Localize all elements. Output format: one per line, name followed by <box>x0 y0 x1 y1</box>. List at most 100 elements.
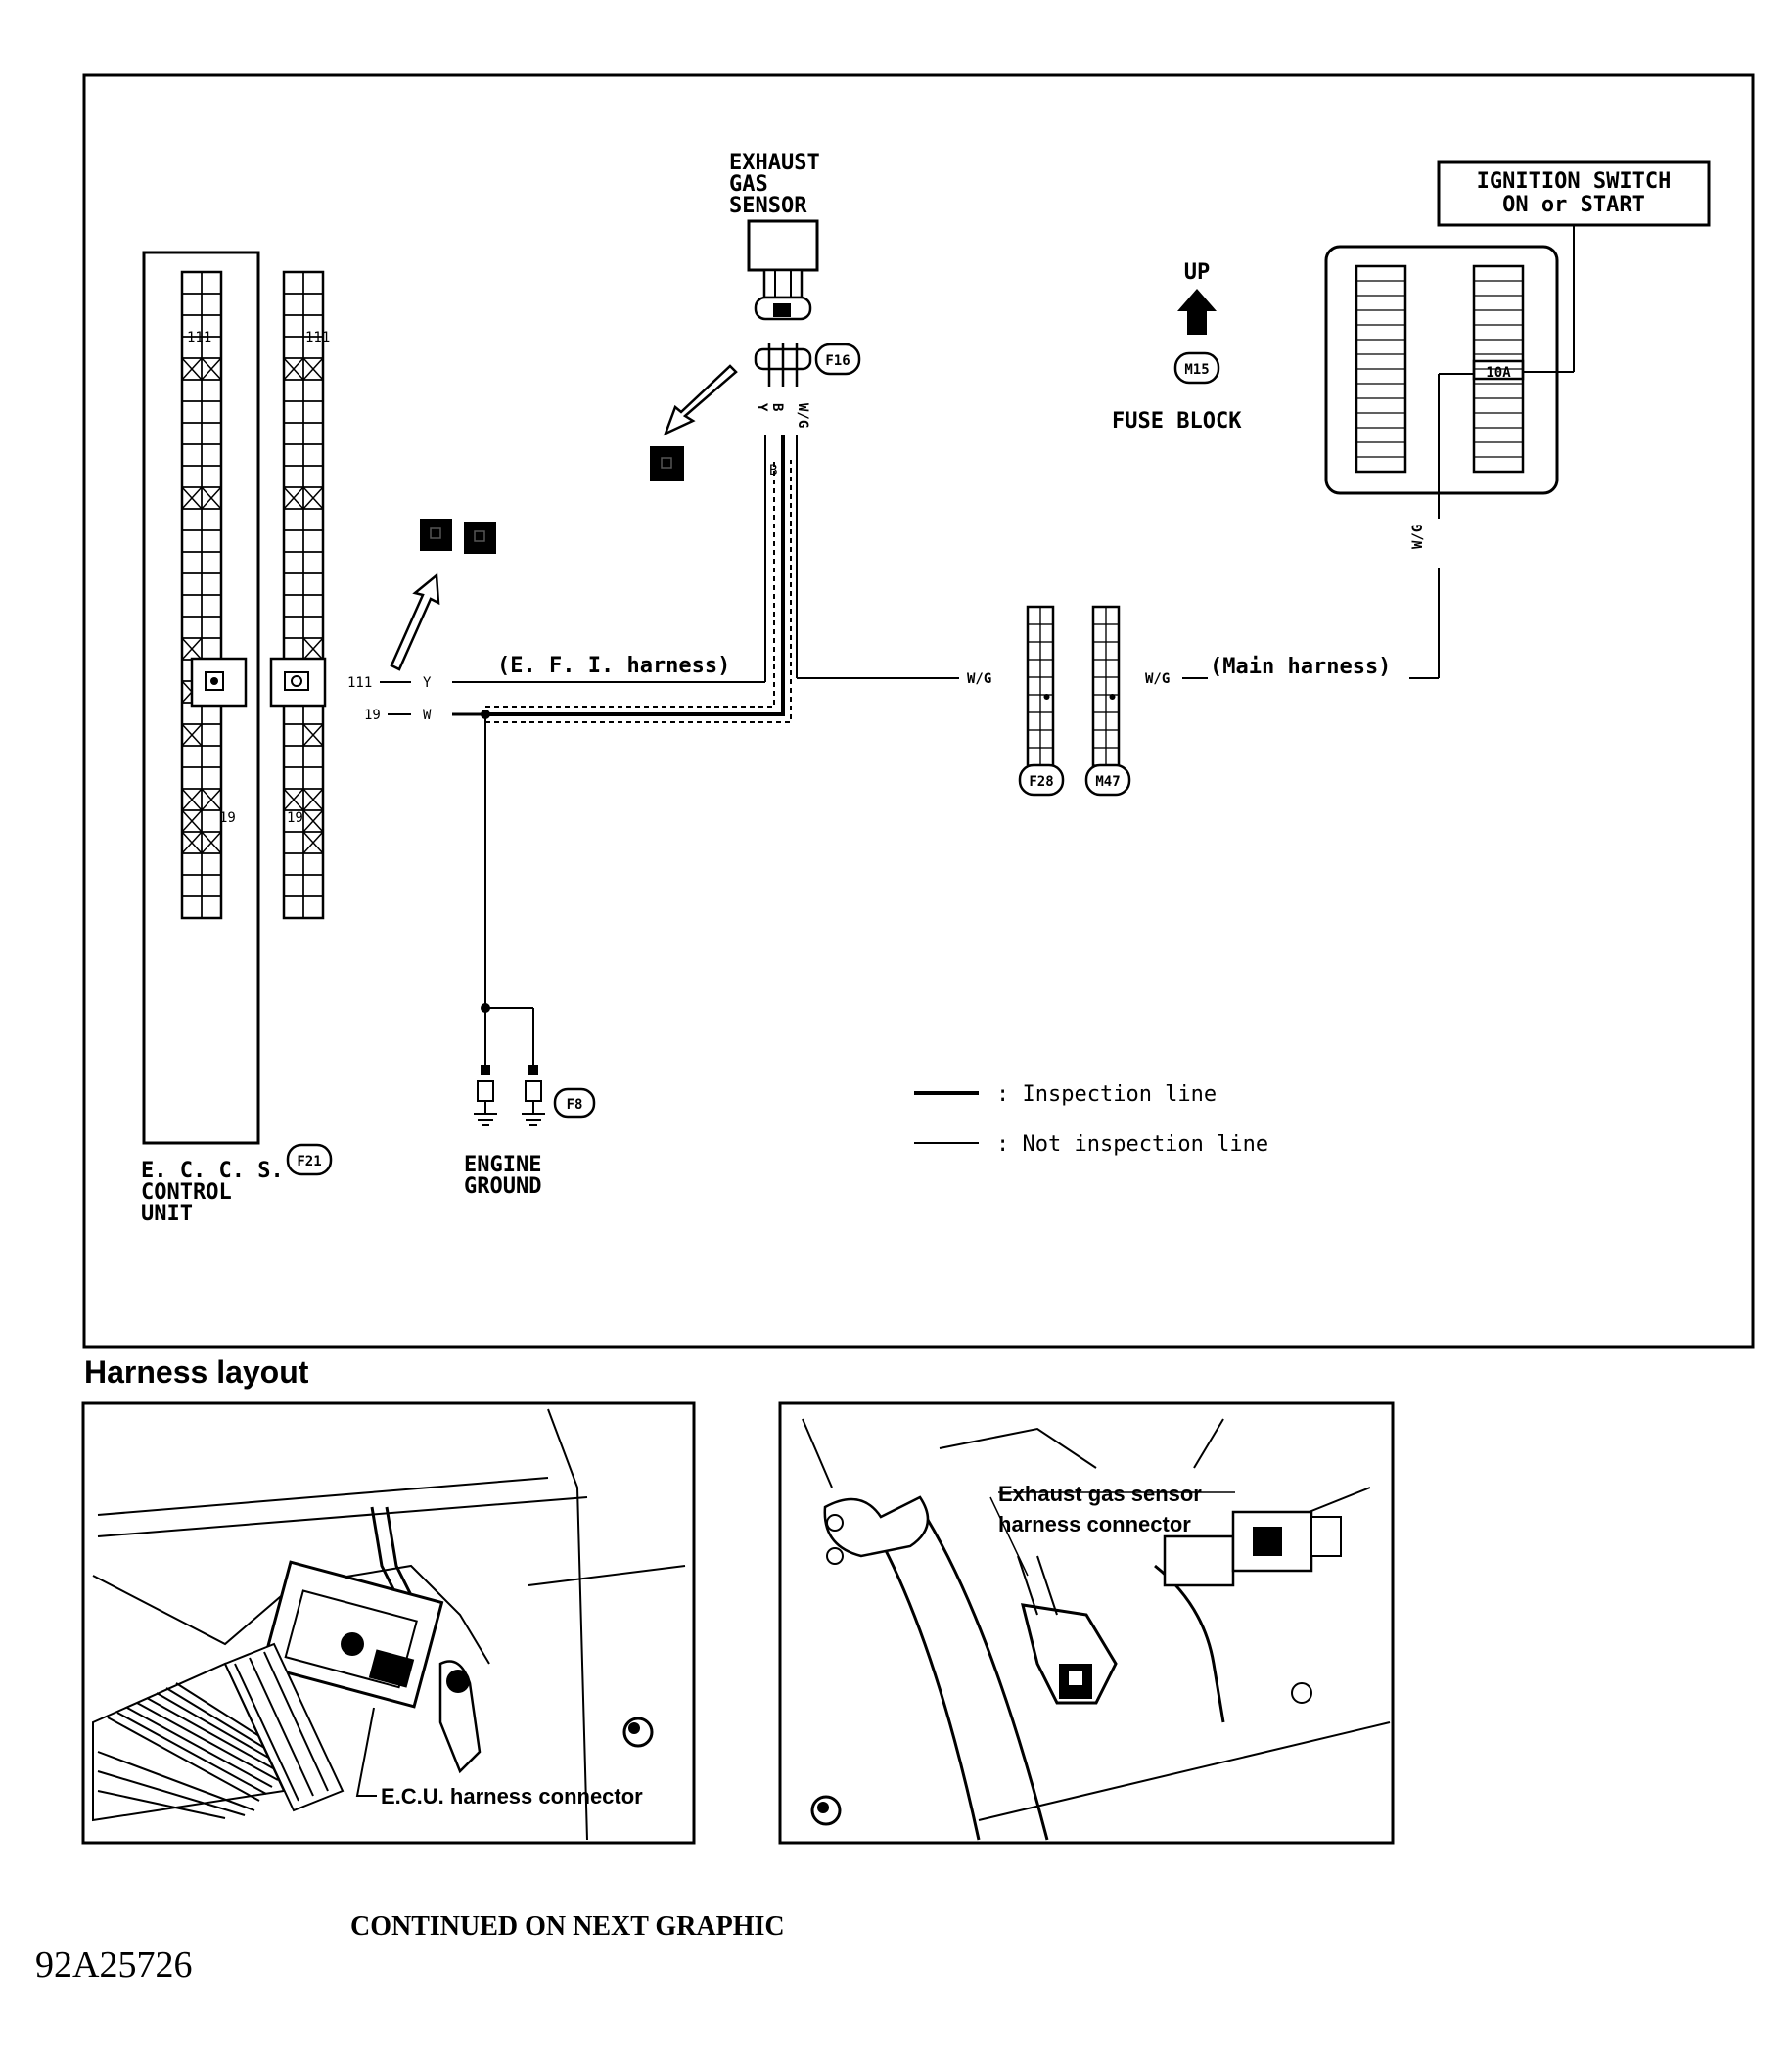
sensor-label-line2: GAS <box>729 172 768 197</box>
ecu-grid-cross <box>201 788 222 811</box>
ecu-label-line3: UNIT <box>141 1202 193 1226</box>
m47-joint-connector <box>1091 605 1121 785</box>
ecu-location-illustration: E.C.U. harness connector <box>81 1401 696 1845</box>
up-arrow-icon <box>1177 289 1217 335</box>
arrow-to-ecu-location <box>390 519 496 671</box>
legend-inspection-label: : Inspection line <box>996 1082 1217 1107</box>
f16-connector-symbol <box>754 343 812 387</box>
ecu-term-19-label: 19 <box>219 810 236 826</box>
figure-code: 92A25726 <box>35 1945 192 1986</box>
wire-y-label: Y <box>423 675 432 691</box>
engine-ground-line2: GROUND <box>464 1174 541 1199</box>
up-label: UP <box>1184 260 1211 285</box>
f21-grid-cross <box>302 486 324 510</box>
m47-tag <box>1084 763 1131 797</box>
sensor-location-illustration: Exhaust gas sensor harness connector <box>778 1401 1395 1845</box>
harness-layout-title: Harness layout <box>84 1354 309 1390</box>
f21-terminal-marker <box>269 657 327 708</box>
ecu-label-line1: E. C. C. S. <box>141 1159 284 1183</box>
continued-note: CONTINUED ON NEXT GRAPHIC <box>350 1911 785 1942</box>
ecu-grid-cell <box>201 895 222 919</box>
ecu-terminal-dot <box>210 677 218 685</box>
f28-joint-connector <box>1026 605 1055 785</box>
ecu-terminal-inner <box>205 671 224 691</box>
f8-tag-label: F8 <box>567 1097 583 1113</box>
f21-term-111-label: 111 <box>305 330 330 345</box>
ecu-harness-connector-caption: E.C.U. harness connector <box>381 1784 643 1808</box>
f28-tag-label: F28 <box>1029 774 1053 790</box>
efi-harness-label: (E. F. I. harness) <box>497 654 730 678</box>
f21-terminal-inner <box>284 671 309 691</box>
wire-wg-label-vertical: W/G <box>1410 525 1426 549</box>
fuse-block <box>1324 245 1559 495</box>
ecu-term-111-label: 111 <box>187 330 211 345</box>
f21-grid-cross <box>302 831 324 854</box>
sensor-label-line3: SENSOR <box>729 194 807 218</box>
ecu-grid-cross <box>181 788 203 811</box>
ecu-grid-cross <box>181 637 203 661</box>
sensor-wire-wg: W/G <box>795 403 810 428</box>
f21-grid-cross <box>283 788 304 811</box>
f28-tag <box>1018 763 1065 797</box>
f21-grid-cross <box>302 809 324 833</box>
inspection-line-dash-lower <box>485 460 792 723</box>
ecu-enclosure <box>142 251 260 1145</box>
ignition-switch-line2: ON or START <box>1502 193 1645 217</box>
ignition-switch-line1: IGNITION SWITCH <box>1477 169 1672 194</box>
ecu-grid-cross <box>201 831 222 854</box>
ecu-grid-cross <box>181 831 203 854</box>
terminal-111-label: 111 <box>347 675 372 691</box>
legend-not-inspection-label: : Not inspection line <box>996 1132 1268 1157</box>
f16-tag-label: F16 <box>825 353 850 369</box>
m47-pin <box>1109 694 1116 700</box>
main-harness-label: (Main harness) <box>1210 655 1391 679</box>
fuse-column-left <box>1355 264 1407 474</box>
ecu-grid-cross <box>181 723 203 747</box>
sensor-label-line1: EXHAUST <box>729 151 820 175</box>
inspection-line-b <box>485 435 785 716</box>
f21-grid-cell <box>302 895 324 919</box>
inspection-line-dash-upper <box>485 460 775 708</box>
ecu-grid-cross <box>181 486 203 510</box>
f8-tag <box>553 1087 596 1119</box>
f21-term-19-label: 19 <box>287 810 303 826</box>
ecu-terminal-marker <box>190 657 248 708</box>
ecu-label-line2: CONTROL <box>141 1180 232 1205</box>
sensor-wire-y: Y <box>754 403 769 412</box>
ecu-grid-cross <box>181 809 203 833</box>
f21-grid-cross <box>283 486 304 510</box>
arrow-to-sensor-location <box>650 364 738 481</box>
wire-wg-label-gap <box>1429 519 1448 568</box>
sensor-connector-caption-line2: harness connector <box>998 1512 1191 1536</box>
ground-terminal-left <box>474 1065 497 1126</box>
exhaust-gas-sensor-symbol <box>747 219 819 321</box>
f16-tag <box>814 343 861 376</box>
sensor-connector-caption-line1: Exhaust gas sensor <box>998 1482 1202 1506</box>
f21-grid-cross <box>302 637 324 661</box>
fuse-10a-label: 10A <box>1486 365 1511 381</box>
ecu-grid-cross <box>201 357 222 381</box>
fuse-column-right <box>1472 264 1525 474</box>
wire-wg-label-left: W/G <box>967 671 991 687</box>
wire-w-label: W <box>423 708 432 723</box>
ecu-grid-cross <box>201 486 222 510</box>
engine-ground-line1: ENGINE <box>464 1153 541 1177</box>
f21-grid-cross <box>283 357 304 381</box>
b-wire-tag: B <box>769 463 777 479</box>
ecu-grid-cross <box>181 357 203 381</box>
fuse-block-label: FUSE BLOCK <box>1112 409 1242 434</box>
ground-terminal-right <box>522 1065 545 1126</box>
f21-tag <box>286 1143 333 1176</box>
m15-tag-label: M15 <box>1184 362 1209 378</box>
fuse-10a-slot <box>1472 359 1525 381</box>
diagram-frame <box>82 73 1755 1349</box>
wire-wg-label-right: W/G <box>1145 671 1170 687</box>
f28-pin <box>1043 694 1050 700</box>
sensor-wire-b: B <box>769 403 785 411</box>
f21-tag-label: F21 <box>297 1154 321 1169</box>
ignition-switch-box <box>1437 160 1711 227</box>
f21-terminal-circle <box>291 675 302 687</box>
f21-grid-cross <box>302 723 324 747</box>
